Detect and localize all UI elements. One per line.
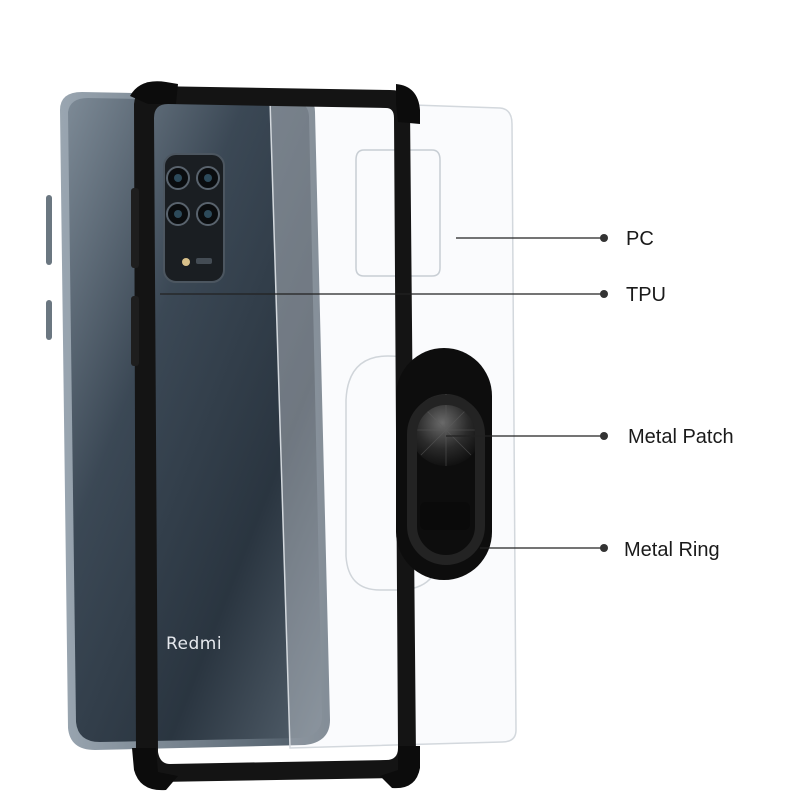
callout-lines [160,237,602,549]
callout-label-metal-patch: Metal Patch [628,426,734,448]
volume-button [46,195,52,265]
metal-patch-dot-icon [600,432,608,440]
phone-brand-logo: Redmi [166,634,223,654]
pc-back-panel [269,99,517,749]
metal-ring-dot-icon [600,544,608,552]
camera-module [163,153,225,283]
tpu-bumper [130,81,420,791]
flash-icon [182,258,190,266]
metal-ring-loop [407,395,485,565]
callout-label-tpu: TPU [626,284,666,306]
power-button [46,300,52,340]
callout-label-pc: PC [626,228,654,250]
tpu-dot-icon [600,290,608,298]
callout-label-metal-ring: Metal Ring [624,539,720,561]
pc-dot-icon [600,234,608,242]
ring-holder [396,348,492,580]
callout-dots [600,234,608,552]
